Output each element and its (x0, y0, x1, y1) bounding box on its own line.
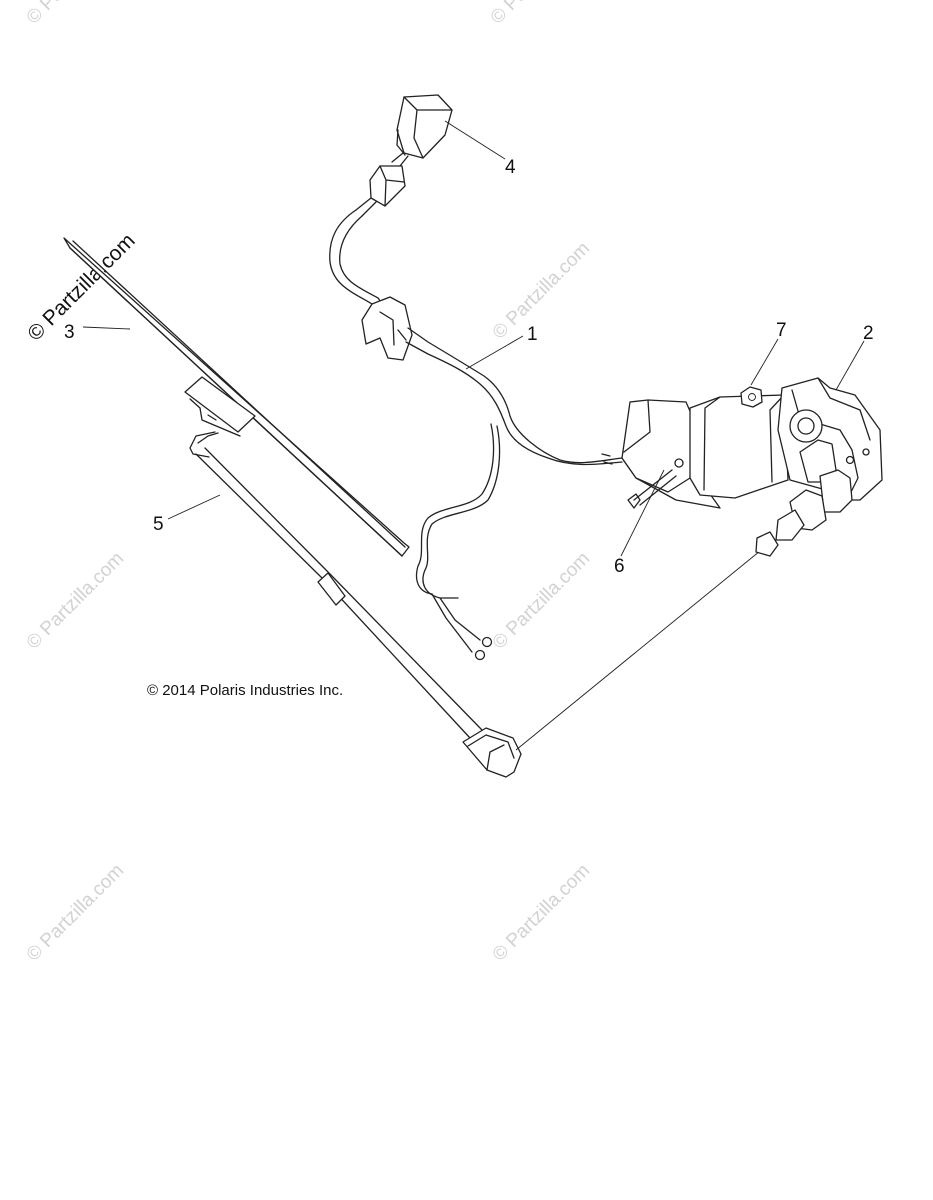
watermark-6: © Partzilla.com (23, 860, 128, 965)
callout-5: 5 (153, 514, 164, 535)
wiper-motor (621, 377, 883, 557)
watermark-7: © Partzilla.com (489, 860, 594, 965)
callout-1: 1 (527, 324, 538, 345)
callout-6: 6 (614, 556, 625, 577)
callout-4: 4 (505, 157, 516, 178)
watermark-3: © Partzilla.com (489, 238, 594, 343)
relay-connector (355, 94, 453, 217)
callout-2: 2 (863, 323, 874, 344)
faint-watermarks: © Partzilla.com © Partzilla.com © Partzi… (23, 0, 594, 966)
wiper-blade (63, 237, 410, 557)
partzilla-watermark: © Partzilla.com (23, 229, 139, 345)
callouts: 1 2 3 4 5 6 7 (64, 157, 874, 577)
watermark-4: © Partzilla.com (23, 548, 128, 653)
callout-7: 7 (776, 320, 787, 341)
nut (740, 386, 763, 408)
leader-lines (82, 120, 865, 557)
bolt (627, 469, 677, 509)
copyright-notice: © 2014 Polaris Industries Inc. (147, 682, 343, 699)
watermark-5: © Partzilla.com (489, 548, 594, 653)
callout-3: 3 (64, 322, 75, 343)
wiper-arm (189, 431, 761, 778)
wiring-harness (329, 209, 623, 661)
watermark-2: © Partzilla.com (487, 0, 592, 29)
watermark-1: © Partzilla.com (23, 0, 128, 29)
